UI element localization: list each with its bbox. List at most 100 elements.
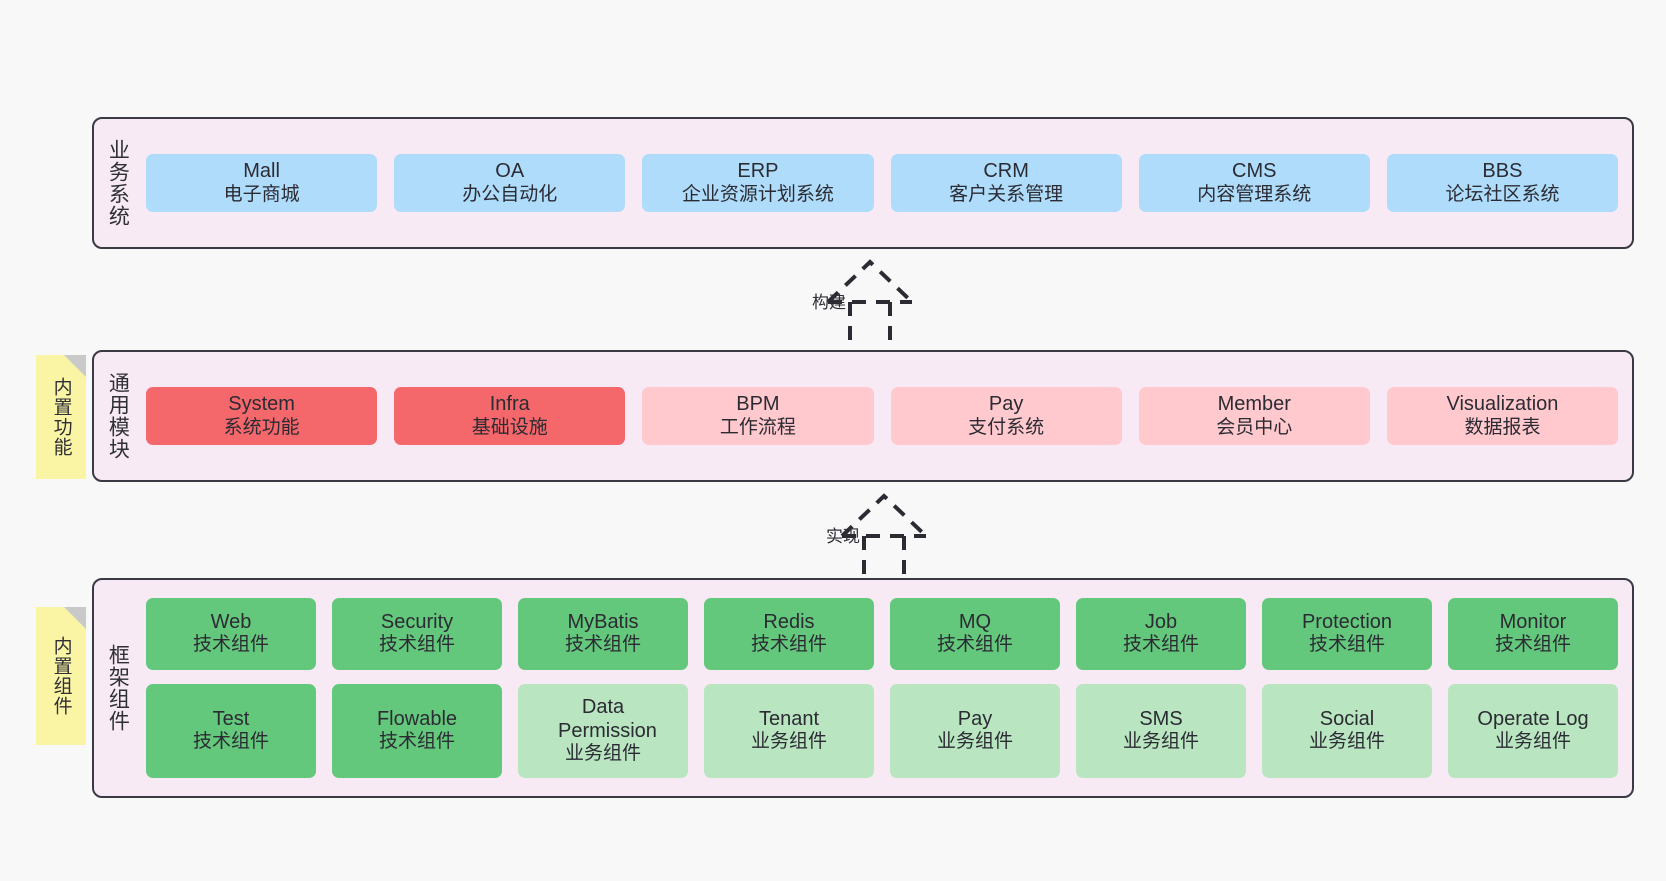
card-security-en: Security xyxy=(380,610,454,633)
card-bpm-en: BPM xyxy=(736,393,780,415)
card-pay-component-en: Pay xyxy=(957,707,993,730)
framework-row-technical: Web 技术组件 Security 技术组件 MyBatis 技术组件 Redi… xyxy=(146,598,1618,670)
card-cms[interactable]: CMS 内容管理系统 xyxy=(1138,154,1370,212)
card-crm[interactable]: CRM 客户关系管理 xyxy=(890,154,1122,212)
card-web-en: Web xyxy=(210,610,252,633)
card-tenant-cn: 业务组件 xyxy=(750,731,827,753)
card-bpm[interactable]: BPM 工作流程 xyxy=(642,387,874,445)
card-data-permission[interactable]: Data Permission 业务组件 xyxy=(518,683,688,778)
card-security[interactable]: Security 技术组件 xyxy=(332,598,502,670)
card-job-en: Job xyxy=(1144,610,1178,633)
card-infra[interactable]: Infra 基础设施 xyxy=(394,387,626,445)
card-social-cn: 业务组件 xyxy=(1308,731,1385,753)
layer-business-systems: 业务系统 Mall 电子商城 OA 办公自动化 ERP 企业资源计划系统 CRM… xyxy=(92,117,1634,249)
card-system[interactable]: System 系统功能 xyxy=(146,387,378,445)
card-test-en: Test xyxy=(212,707,250,730)
card-sms-en: SMS xyxy=(1139,707,1183,730)
card-system-cn: 系统功能 xyxy=(223,416,300,438)
card-flowable-en: Flowable xyxy=(376,707,458,730)
card-security-cn: 技术组件 xyxy=(378,634,455,656)
card-data-permission-cn: 业务组件 xyxy=(564,742,641,764)
card-job[interactable]: Job 技术组件 xyxy=(1076,598,1246,670)
card-mall[interactable]: Mall 电子商城 xyxy=(146,154,378,212)
layer-common-title: 通用模块 xyxy=(106,372,130,460)
layer-framework-title: 框架组件 xyxy=(106,644,130,732)
framework-row-business: Test 技术组件 Flowable 技术组件 Data Permission … xyxy=(146,683,1618,778)
card-crm-cn: 客户关系管理 xyxy=(949,183,1064,205)
card-protection-cn: 技术组件 xyxy=(1308,634,1385,656)
card-member-cn: 会员中心 xyxy=(1216,416,1293,438)
card-visualization[interactable]: Visualization 数据报表 xyxy=(1386,387,1619,445)
card-operate-log[interactable]: Operate Log 业务组件 xyxy=(1448,683,1618,778)
card-social-en: Social xyxy=(1319,707,1375,730)
card-pay-module-cn: 支付系统 xyxy=(968,416,1045,438)
card-mybatis-en: MyBatis xyxy=(567,610,639,633)
layer-business-body: Mall 电子商城 OA 办公自动化 ERP 企业资源计划系统 CRM 客户关系… xyxy=(140,119,1632,247)
card-visualization-en: Visualization xyxy=(1446,393,1559,415)
connector-implement: 实现 xyxy=(772,492,932,590)
layer-common-modules: 通用模块 System 系统功能 Infra 基础设施 BPM 工作流程 Pay… xyxy=(92,350,1634,482)
card-bpm-cn: 工作流程 xyxy=(719,416,796,438)
card-erp-en: ERP xyxy=(737,160,779,182)
card-operate-log-en: Operate Log xyxy=(1477,707,1589,730)
card-protection-en: Protection xyxy=(1301,610,1393,633)
card-redis-cn: 技术组件 xyxy=(750,634,827,656)
card-web[interactable]: Web 技术组件 xyxy=(146,598,316,670)
card-monitor[interactable]: Monitor 技术组件 xyxy=(1448,598,1618,670)
layer-common-body: System 系统功能 Infra 基础设施 BPM 工作流程 Pay 支付系统… xyxy=(140,352,1632,480)
card-test-cn: 技术组件 xyxy=(192,731,269,753)
card-infra-cn: 基础设施 xyxy=(471,416,548,438)
card-sms[interactable]: SMS 业务组件 xyxy=(1076,683,1246,778)
card-erp[interactable]: ERP 企业资源计划系统 xyxy=(642,154,874,212)
card-bbs[interactable]: BBS 论坛社区系统 xyxy=(1386,154,1619,212)
card-mybatis-cn: 技术组件 xyxy=(564,634,641,656)
card-test[interactable]: Test 技术组件 xyxy=(146,683,316,778)
card-member[interactable]: Member 会员中心 xyxy=(1138,387,1370,445)
connector-build-label: 构建 xyxy=(812,293,846,312)
card-sms-cn: 业务组件 xyxy=(1122,731,1199,753)
card-pay-component[interactable]: Pay 业务组件 xyxy=(890,683,1060,778)
layer-framework-body: Web 技术组件 Security 技术组件 MyBatis 技术组件 Redi… xyxy=(140,580,1632,796)
card-mall-en: Mall xyxy=(243,160,280,182)
card-mq-cn: 技术组件 xyxy=(936,634,1013,656)
card-redis[interactable]: Redis 技术组件 xyxy=(704,598,874,670)
card-mall-cn: 电子商城 xyxy=(223,183,300,205)
card-protection[interactable]: Protection 技术组件 xyxy=(1262,598,1432,670)
card-mq-en: MQ xyxy=(958,610,992,633)
card-flowable-cn: 技术组件 xyxy=(378,731,455,753)
card-pay-module[interactable]: Pay 支付系统 xyxy=(890,387,1122,445)
card-redis-en: Redis xyxy=(763,610,815,633)
card-member-en: Member xyxy=(1217,393,1291,415)
note-builtin-components-text: 内置组件 xyxy=(50,636,72,716)
card-bbs-cn: 论坛社区系统 xyxy=(1445,183,1560,205)
layer-business-title: 业务系统 xyxy=(106,139,130,227)
card-mq[interactable]: MQ 技术组件 xyxy=(890,598,1060,670)
connector-implement-label: 实现 xyxy=(826,527,860,546)
card-job-cn: 技术组件 xyxy=(1122,634,1199,656)
card-cms-cn: 内容管理系统 xyxy=(1197,183,1312,205)
card-oa-cn: 办公自动化 xyxy=(462,183,558,205)
card-infra-en: Infra xyxy=(489,393,530,415)
card-visualization-cn: 数据报表 xyxy=(1464,416,1541,438)
card-web-cn: 技术组件 xyxy=(192,634,269,656)
card-flowable[interactable]: Flowable 技术组件 xyxy=(332,683,502,778)
note-builtin-features-text: 内置功能 xyxy=(50,377,72,457)
card-tenant[interactable]: Tenant 业务组件 xyxy=(704,683,874,778)
card-social[interactable]: Social 业务组件 xyxy=(1262,683,1432,778)
card-oa[interactable]: OA 办公自动化 xyxy=(394,154,626,212)
card-erp-cn: 企业资源计划系统 xyxy=(681,183,834,205)
note-builtin-features: 内置功能 xyxy=(36,355,86,479)
card-bbs-en: BBS xyxy=(1482,160,1523,182)
card-pay-module-en: Pay xyxy=(988,393,1024,415)
note-fold-icon xyxy=(64,355,86,377)
card-cms-en: CMS xyxy=(1232,160,1277,182)
connector-build: 构建 xyxy=(758,258,918,356)
card-monitor-en: Monitor xyxy=(1499,610,1567,633)
layer-framework-components: 框架组件 Web 技术组件 Security 技术组件 MyBatis 技术组件… xyxy=(92,578,1634,798)
note-builtin-components: 内置组件 xyxy=(36,607,86,745)
card-oa-en: OA xyxy=(495,160,525,182)
card-system-en: System xyxy=(228,393,295,415)
card-data-permission-en: Data Permission xyxy=(558,696,657,742)
card-mybatis[interactable]: MyBatis 技术组件 xyxy=(518,598,688,670)
